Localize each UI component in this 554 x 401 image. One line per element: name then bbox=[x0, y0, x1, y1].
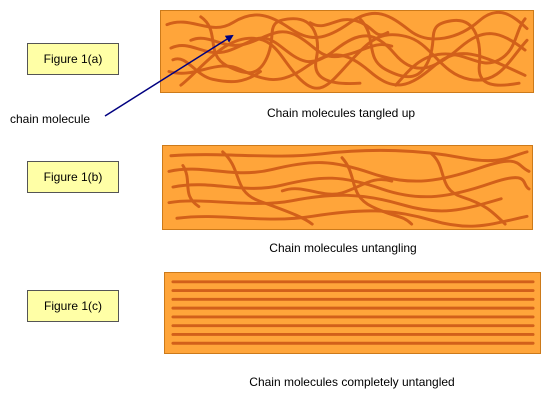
chain-b8 bbox=[430, 152, 507, 226]
chain-b9 bbox=[181, 164, 201, 209]
chain-b10 bbox=[280, 178, 394, 196]
chain-a9 bbox=[171, 57, 262, 84]
figure-1a-label-text: Figure 1(a) bbox=[43, 52, 103, 66]
chain-a4 bbox=[179, 33, 529, 90]
chain-molecule-annotation: chain molecule bbox=[10, 112, 91, 126]
figure-1c-label-text: Figure 1(c) bbox=[43, 299, 102, 313]
chain-b4 bbox=[167, 193, 503, 213]
figure-1c-label: Figure 1(c) bbox=[27, 290, 119, 322]
chain-b5 bbox=[175, 209, 529, 228]
tangled-chains-illustration bbox=[165, 11, 529, 90]
straight-chains-illustration bbox=[171, 280, 535, 345]
chain-b7 bbox=[340, 156, 414, 226]
panel-untangled bbox=[164, 272, 541, 354]
chain-a6 bbox=[358, 17, 521, 87]
caption-tangled: Chain molecules tangled up bbox=[266, 106, 416, 120]
chain-b6 bbox=[221, 150, 314, 226]
caption-untangled: Chain molecules completely untangled bbox=[249, 375, 455, 389]
figure-1b-label-text: Figure 1(b) bbox=[43, 170, 103, 184]
chain-a8 bbox=[394, 17, 527, 87]
figure-1a-label: Figure 1(a) bbox=[27, 43, 119, 75]
panel-tangled bbox=[160, 10, 534, 93]
chain-b3 bbox=[171, 176, 531, 199]
untangling-chains-illustration bbox=[167, 148, 531, 228]
chain-a1 bbox=[165, 11, 529, 41]
figure-1b-label: Figure 1(b) bbox=[27, 161, 119, 193]
caption-untangling: Chain molecules untangling bbox=[269, 241, 417, 255]
chain-a10 bbox=[308, 18, 390, 37]
chain-b1 bbox=[169, 148, 529, 163]
panel-untangling bbox=[162, 145, 533, 230]
